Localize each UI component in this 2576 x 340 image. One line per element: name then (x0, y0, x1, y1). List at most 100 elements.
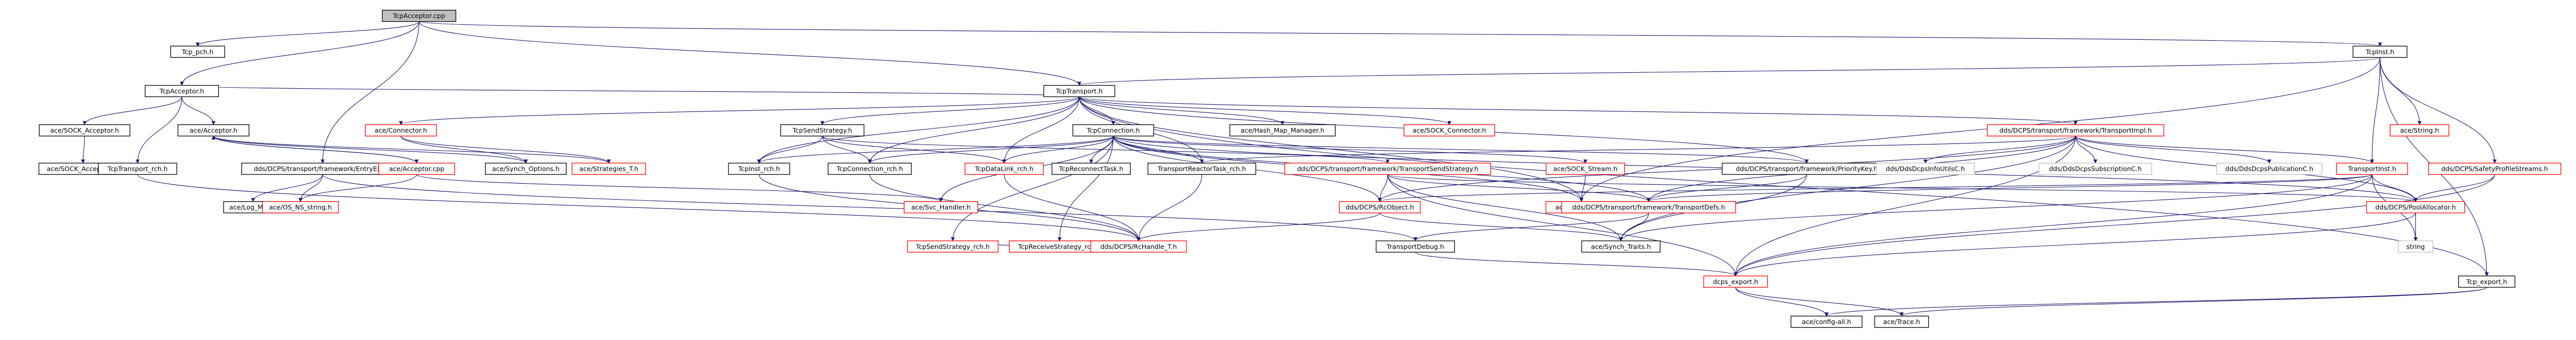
graph-node[interactable]: dds/DCPS/transport/framework/TransportIm… (1987, 124, 2164, 137)
include-edge (1137, 213, 1380, 241)
node-label: ace/Synch_Traits.h (1591, 242, 1651, 250)
graph-node[interactable]: ace/Strategies_T.h (571, 163, 646, 175)
include-edge (251, 174, 323, 202)
graph-node[interactable]: TcpConnection.h (1072, 124, 1155, 137)
node-box (1147, 163, 1257, 175)
graph-node[interactable]: TransportDebug.h (1376, 240, 1455, 253)
node-label: dds/DCPS/transport/framework/TransportIm… (1999, 126, 2152, 134)
graph-node[interactable]: TcpReconnectTask.h (1052, 163, 1131, 175)
graph-node[interactable]: TcpInst_rch.h (728, 163, 790, 175)
graph-node[interactable]: TcpTransport.h (1043, 85, 1115, 98)
node-label: dds/DCPS/transport/framework/TransportSe… (1297, 165, 1479, 173)
node-label: ace/Trace.h (1883, 318, 1920, 326)
graph-node[interactable]: dds/DCPS/transport/framework/TransportDe… (1561, 201, 1736, 214)
node-box (98, 163, 177, 175)
graph-node[interactable]: dds/DCPS/transport/framework/EntryExit.h (241, 163, 404, 175)
node-box (39, 124, 130, 137)
include-edge (1733, 174, 2372, 277)
node-label: dds/DCPS/RcHandle_T.h (1100, 242, 1177, 250)
include-edge (1733, 136, 2076, 277)
node-label: ace/Acceptor.cpp (389, 165, 444, 173)
node-label: ace/SOCK_Stream.h (1553, 165, 1618, 173)
graph-node[interactable]: TransportReactorTask_rch.h (1147, 163, 1257, 175)
node-box (728, 163, 790, 175)
graph-node[interactable]: TransportInst.h (2336, 163, 2408, 175)
graph-node[interactable]: dds/DCPS/transport/framework/TransportSe… (1284, 163, 1491, 175)
graph-node[interactable]: ace/Synch_Options.h (485, 163, 567, 175)
include-edge (757, 136, 1114, 164)
node-label: TcpConnection.h (1086, 126, 1140, 134)
graph-node[interactable]: Tcp_export.h (2458, 276, 2516, 288)
graph-node[interactable]: TcpAcceptor.h (144, 85, 219, 98)
graph-node[interactable]: TcpInst.h (2352, 45, 2408, 58)
include-edge (418, 21, 1081, 86)
graph-node[interactable]: ace/SOCK_Connector.h (1403, 124, 1495, 137)
include-edge (2370, 57, 2381, 164)
graph-root-node: TcpAcceptor.cpp (382, 10, 456, 22)
node-box (1703, 276, 1768, 288)
node-box (2366, 201, 2465, 214)
graph-node[interactable]: dds/DdsDcpsPublicationC.h (2216, 163, 2323, 175)
graph-node[interactable]: dds/DdsDcpsSubscriptionC.h (2038, 163, 2153, 175)
node-label: dds/DCPS/SafetyProfileStreams.h (2442, 165, 2548, 173)
node-box (365, 124, 437, 137)
graph-node[interactable]: string (2398, 240, 2433, 253)
graph-node[interactable]: ace/OS_NS_string.h (262, 201, 339, 214)
node-label: dds/DCPS/transport/framework/TransportDe… (1572, 203, 1725, 211)
node-label: ace/Strategies_T.h (579, 165, 638, 173)
graph-node[interactable]: ace/SOCK_Stream.h (1546, 163, 1625, 175)
graph-node[interactable]: ace/Trace.h (1874, 315, 1929, 328)
node-box (1546, 163, 1625, 175)
graph-node[interactable]: ace/Acceptor.h (177, 124, 250, 137)
node-label: dds/DCPS/transport/framework/PriorityKey… (1736, 165, 1877, 173)
graph-node[interactable]: ace/Svc_Handler.h (904, 201, 978, 214)
graph-node[interactable]: ace/SOCK_Acceptor.h (39, 124, 130, 137)
graph-node[interactable]: dds/DCPS/transport/framework/PriorityKey… (1722, 163, 1892, 175)
include-edge (1900, 287, 2487, 317)
graph-node[interactable]: Tcp_pch.h (170, 45, 225, 58)
include-edge (868, 96, 1080, 164)
graph-node[interactable]: TcpDataLink_rch.h (964, 163, 1044, 175)
graph-node[interactable]: ace/Acceptor.cpp (378, 163, 455, 175)
graph-node[interactable]: dds/DCPS/RcObject.h (1338, 201, 1421, 214)
graph-node[interactable]: ace/Synch_Traits.h (1581, 240, 1660, 253)
graph-node[interactable]: TcpSendStrategy.h (780, 124, 865, 137)
include-edge (298, 174, 417, 202)
include-edge (1137, 174, 1202, 241)
node-box (1403, 124, 1495, 137)
include-edge (81, 136, 85, 164)
include-edge (298, 174, 323, 202)
graph-node[interactable]: dds/DdsDcpsInfoUtilsC.h (1876, 163, 1975, 175)
graph-node[interactable]: TcpSendStrategy_rch.h (907, 240, 999, 253)
graph-node[interactable]: ace/Hash_Map_Manager.h (1229, 124, 1336, 137)
include-edge (1579, 174, 1586, 202)
graph-node[interactable]: ace/config-all.h (1790, 315, 1862, 328)
include-edge (1077, 57, 2381, 86)
graph-node[interactable]: dds/DCPS/PoolAllocator.h (2366, 201, 2465, 214)
include-edge (416, 174, 943, 202)
graph-node[interactable]: ace/String.h (2389, 124, 2450, 137)
graph-node[interactable]: dcps_export.h (1703, 276, 1768, 288)
graph-node[interactable]: dds/DCPS/SafetyProfileStreams.h (2428, 163, 2562, 175)
node-box (1284, 163, 1491, 175)
include-edge (822, 136, 1006, 164)
graph-node[interactable]: dds/DCPS/RcHandle_T.h (1090, 240, 1187, 253)
graph-node[interactable]: TcpConnection_rch.h (827, 163, 912, 175)
node-label: TransportInst.h (2347, 165, 2396, 173)
node-label: dds/DCPS/transport/framework/EntryExit.h (254, 165, 392, 173)
include-edge (213, 136, 611, 164)
node-label: dcps_export.h (1713, 278, 1758, 285)
include-edge (195, 21, 419, 47)
node-box (827, 163, 912, 175)
node-label: string (2406, 242, 2425, 250)
include-edge (1378, 174, 2372, 202)
include-edge (2413, 174, 2495, 202)
graph-node[interactable]: TcpTransport_rch.h (98, 163, 177, 175)
node-box (904, 201, 978, 214)
include-edge (2075, 136, 2374, 164)
graph-node[interactable]: ace/Connector.h (365, 124, 437, 137)
graph-node[interactable]: TcpReceiveStrategy_rch.h (1009, 240, 1110, 253)
node-box (382, 10, 456, 22)
node-box (1090, 240, 1187, 253)
node-label: ace/SOCK_Acceptor.h (50, 126, 119, 134)
